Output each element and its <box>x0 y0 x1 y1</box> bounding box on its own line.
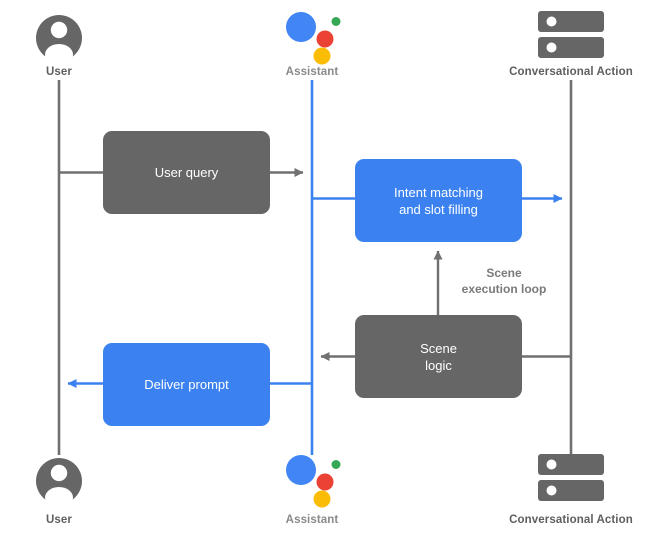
user-avatar-icon-bottom <box>36 458 82 508</box>
lane-label-assistant-bottom: Assistant <box>285 514 339 526</box>
server-icon-bottom <box>538 454 604 501</box>
lane-label-user-top: User <box>46 66 72 78</box>
google-assistant-icon-top <box>286 12 341 65</box>
node-intent-matching[interactable]: Intent matching and slot filling <box>355 159 522 242</box>
lane-label-assistant-top: Assistant <box>285 66 339 78</box>
google-assistant-icon-bottom <box>286 455 341 508</box>
lane-label-conversational-action-bottom: Conversational Action <box>509 514 633 526</box>
node-deliver-prompt-label: Deliver prompt <box>144 377 229 392</box>
node-intent-matching-label: Intent matching and slot filling <box>394 184 483 217</box>
node-deliver-prompt[interactable]: Deliver prompt <box>103 343 270 426</box>
node-user-query-label: User query <box>154 165 219 180</box>
lane-label-user-bottom: User <box>46 514 72 526</box>
server-icon-top <box>538 11 604 58</box>
node-scene-logic-label: Scene logic <box>420 340 457 373</box>
scene-execution-loop-label: Scene execution loop <box>461 266 547 296</box>
node-user-query[interactable]: User query <box>103 131 270 214</box>
lane-label-conversational-action-top: Conversational Action <box>509 66 633 78</box>
user-avatar-icon-top <box>36 15 82 65</box>
node-scene-logic[interactable]: Scene logic <box>355 315 522 398</box>
